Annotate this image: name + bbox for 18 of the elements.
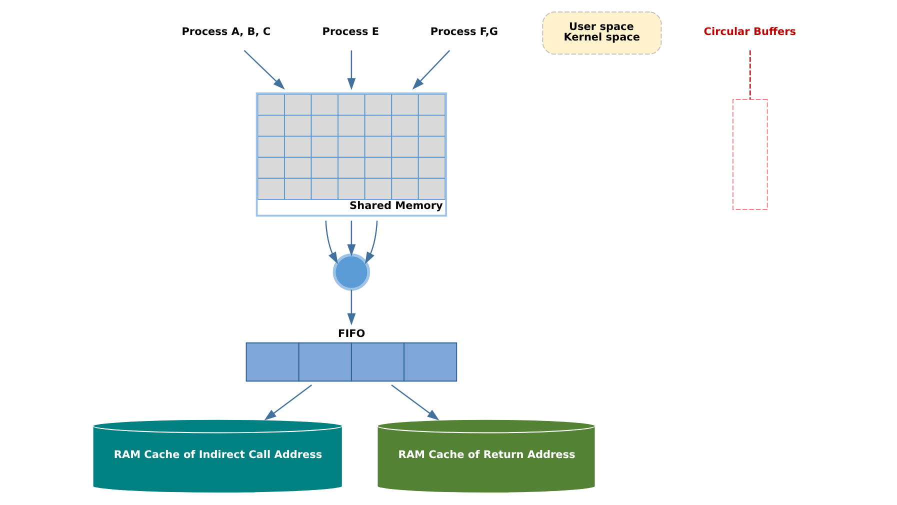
arrow (347, 50, 356, 90)
node-text: Process A, B, C (182, 26, 271, 38)
node-box (732, 99, 768, 210)
node-circle (332, 253, 370, 291)
node-text: Process E (322, 26, 380, 38)
arrow (364, 220, 378, 264)
node-label: FIFO (338, 328, 366, 340)
arrow (244, 50, 285, 90)
arrow (412, 50, 450, 90)
connector (750, 50, 751, 100)
arrow (264, 384, 312, 420)
arrow (325, 220, 338, 264)
node-text: Process F,G (430, 26, 498, 38)
arrow (347, 220, 356, 256)
arrow (347, 290, 356, 326)
arrow (391, 384, 440, 420)
node-box: User space Kernel space (542, 12, 662, 55)
node-text: Circular Buffers (704, 26, 796, 38)
